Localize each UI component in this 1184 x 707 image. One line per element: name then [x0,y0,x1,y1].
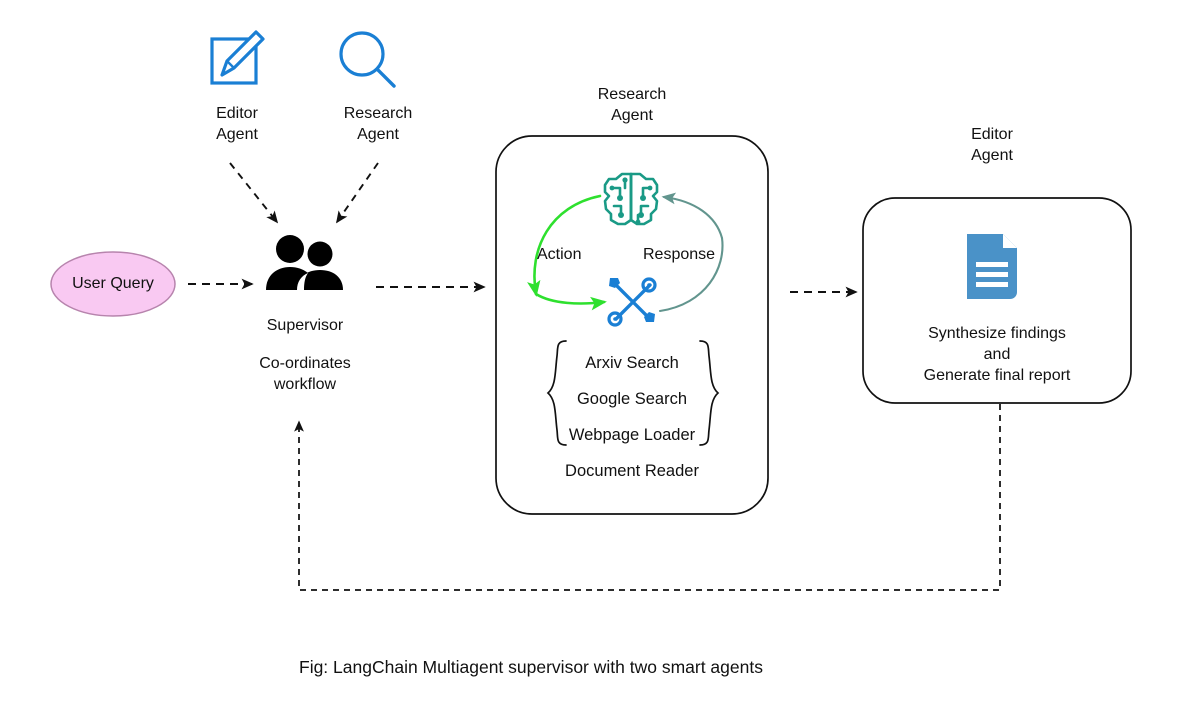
wrench-screwdriver-icon [604,274,660,330]
action-arrow-tail [534,292,607,311]
editor-agent-top-label: Editor Agent [216,105,258,144]
supervisor-title: Supervisor [266,317,344,334]
research-agent-title: Research Agent [597,86,667,125]
magnifier-icon [336,28,398,90]
ai-brain-icon [598,168,664,230]
action-label: Action [537,246,582,263]
supervisor-subtitle: Co-ordinates workflow [259,355,351,394]
response-label: Response [643,246,716,263]
figure-caption: Fig: LangChain Multiagent supervisor wit… [299,657,763,677]
user-query-label: User Query [72,275,154,292]
tool-item-document-reader: Document Reader [565,462,699,480]
editor-agent-body: Synthesize findings and Generate final r… [923,325,1071,385]
tool-item-arxiv-search: Arxiv Search [585,354,679,372]
response-arrow-head [661,192,724,240]
editor-agent-title: Editor Agent [971,126,1013,165]
research-agent-top-label: Research Agent [343,105,413,144]
two-people-icon [264,234,346,296]
pencil-square-icon [208,28,266,90]
edge-editor-to-supervisor [229,162,279,224]
tool-item-google-search: Google Search [576,390,688,408]
document-lines-icon [963,230,1021,302]
tool-item-webpage-loader: Webpage Loader [568,426,696,444]
edge-research-to-supervisor [336,162,379,224]
